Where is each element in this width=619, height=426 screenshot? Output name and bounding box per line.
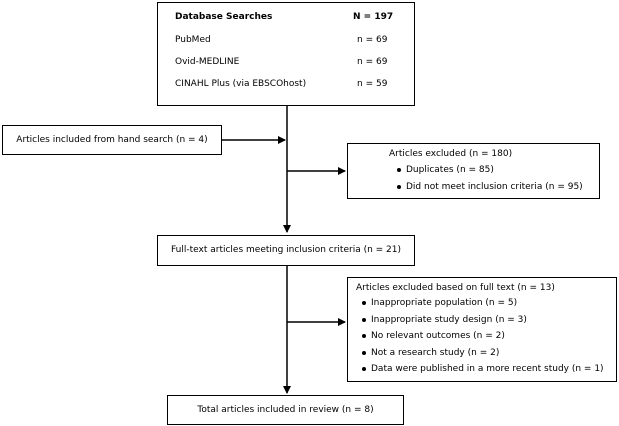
list-item: Inappropriate population (n = 5)	[361, 295, 604, 312]
database-searches-title: Database Searches	[175, 12, 273, 22]
list-item: No relevant outcomes (n = 2)	[361, 328, 604, 345]
database-searches-total: N = 197	[353, 12, 394, 22]
source-name-cinahl: CINAHL Plus (via EBSCOhost)	[175, 79, 307, 89]
full-text-box: Full-text articles meeting inclusion cri…	[157, 235, 415, 266]
excluded-full-text-title: Articles excluded based on full text (n …	[356, 283, 555, 293]
list-item: Duplicates (n = 85)	[396, 162, 583, 179]
total-included-label: Total articles included in review (n = 8…	[197, 405, 374, 415]
source-name-pubmed: PubMed	[175, 35, 211, 45]
list-item: Did not meet inclusion criteria (n = 95)	[396, 179, 583, 196]
list-item: Not a research study (n = 2)	[361, 345, 604, 362]
source-count-ovid-medline: n = 69	[357, 57, 388, 67]
total-included-box: Total articles included in review (n = 8…	[167, 395, 404, 425]
full-text-label: Full-text articles meeting inclusion cri…	[170, 245, 402, 255]
source-count-pubmed: n = 69	[357, 35, 388, 45]
database-searches-box: Database Searches N = 197 PubMed n = 69 …	[157, 2, 415, 106]
excluded-full-text-list: Inappropriate population (n = 5) Inappro…	[361, 295, 604, 378]
excluded-initial-list: Duplicates (n = 85) Did not meet inclusi…	[396, 162, 583, 195]
hand-search-box: Articles included from hand search (n = …	[2, 125, 222, 155]
list-item: Inappropriate study design (n = 3)	[361, 312, 604, 329]
hand-search-label: Articles included from hand search (n = …	[16, 135, 208, 145]
excluded-full-text-box: Articles excluded based on full text (n …	[347, 277, 617, 382]
source-name-ovid-medline: Ovid-MEDLINE	[175, 57, 240, 67]
excluded-initial-box: Articles excluded (n = 180) Duplicates (…	[347, 143, 600, 199]
list-item: Data were published in a more recent stu…	[361, 361, 604, 378]
excluded-initial-title: Articles excluded (n = 180)	[389, 149, 513, 159]
source-count-cinahl: n = 59	[357, 79, 388, 89]
